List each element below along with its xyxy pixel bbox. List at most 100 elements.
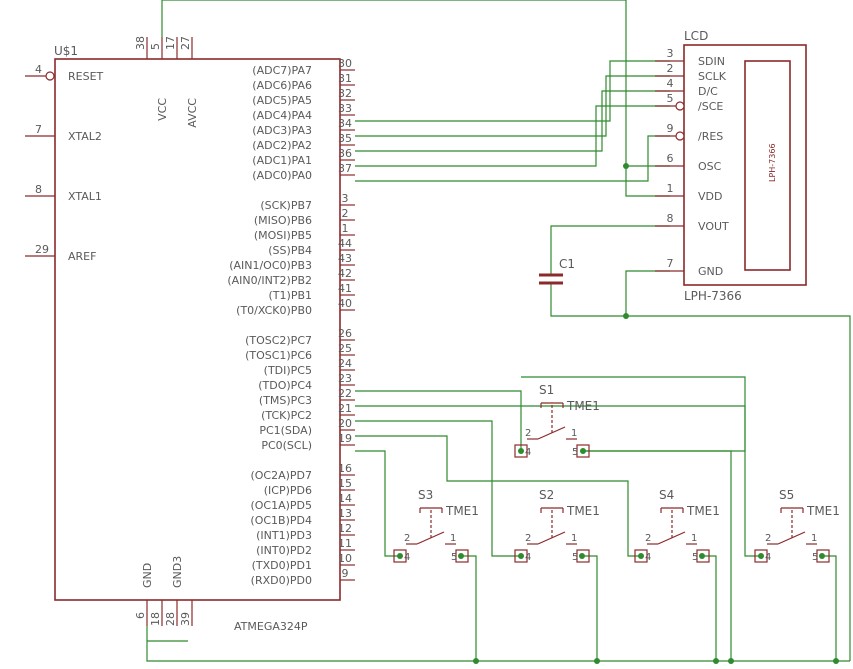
- mcu-pin-label: (ADC1)PA1: [252, 154, 312, 167]
- mcu-pin-number: 22: [338, 387, 352, 400]
- mcu-pin-number: 12: [338, 522, 352, 535]
- junction-dot: [638, 553, 644, 559]
- mcu-pin-label: (TXD0)PD1: [252, 559, 312, 572]
- mcu-pin-number: 36: [338, 147, 352, 160]
- switch-pin-number: 1: [450, 533, 456, 544]
- mcu-pin-number: 27: [179, 36, 192, 50]
- mcu-pin-number: 10: [338, 552, 352, 565]
- junction-dot: [518, 553, 524, 559]
- mcu-pin-number: 11: [338, 537, 352, 550]
- mcu-pin-number: 39: [179, 612, 192, 626]
- switch-value: TME1: [566, 399, 600, 413]
- net-s1-gnd: [583, 450, 732, 661]
- mcu-pin-number: 9: [342, 567, 349, 580]
- lcd-pin-label: SCLK: [698, 70, 727, 83]
- junction-dot: [473, 658, 479, 664]
- switch-pin-number: 2: [765, 533, 771, 544]
- capacitor-c1: C1: [539, 257, 575, 285]
- mcu-pin-label: RESET: [68, 70, 104, 83]
- net-cap-gnd: [550, 283, 851, 661]
- switch-value: TME1: [445, 504, 479, 518]
- mcu-pin-label: GND: [141, 563, 154, 588]
- mcu-pin-number: 5: [149, 43, 162, 50]
- switch-name: S2: [539, 488, 554, 502]
- mcu-pin-label: AVCC: [186, 98, 199, 128]
- mcu-pin-label: AREF: [68, 250, 96, 263]
- switch-value: TME1: [566, 504, 600, 518]
- mcu-pin-label: (SCK)PB7: [260, 199, 312, 212]
- switch-value: TME1: [806, 504, 840, 518]
- mcu-pin-label: (AIN1/OC0)PB3: [229, 259, 312, 272]
- switch-pin-number: 4: [404, 552, 410, 563]
- mcu-pin-label: GND3: [171, 556, 184, 588]
- lcd-pin-number: 6: [667, 152, 674, 165]
- mcu-pin-number: 15: [338, 477, 352, 490]
- mcu-pin-label: (ADC6)PA6: [252, 79, 312, 92]
- mcu-pin-number: 4: [35, 63, 42, 76]
- junction-dot: [623, 163, 629, 169]
- net-pc0: [355, 450, 400, 557]
- switch-name: S3: [418, 488, 433, 502]
- junction-dot: [594, 658, 600, 664]
- mcu-pin-label: (RXD0)PD0: [251, 574, 312, 587]
- mcu-pin-label: (ADC2)PA2: [252, 139, 312, 152]
- mcu-pin-number: 31: [338, 72, 352, 85]
- switch-pad: [816, 549, 830, 563]
- mcu-pin-number: 43: [338, 252, 352, 265]
- mcu-pin-number: 32: [338, 87, 352, 100]
- switch-pin-number: 5: [572, 552, 578, 563]
- lcd-screen: [744, 60, 791, 271]
- switch-pad: [696, 549, 710, 563]
- mcu-pin-number: 20: [338, 417, 352, 430]
- switch-name: S4: [659, 488, 674, 502]
- lcd-inversion-bubble: [675, 131, 685, 141]
- vcc-net-wire: [161, 0, 670, 197]
- switch-pad: [576, 444, 590, 458]
- gnd-rail: [146, 626, 850, 662]
- switch-pin-number: 2: [404, 533, 410, 544]
- junction-dot: [833, 658, 839, 664]
- switch-pin-number: 1: [691, 533, 697, 544]
- switch-pin-number: 1: [571, 428, 577, 439]
- switch-pin-number: 5: [572, 447, 578, 458]
- mcu-pin-number: 26: [338, 327, 352, 340]
- net-dc: [355, 90, 670, 152]
- mcu-pin-number: 38: [134, 36, 147, 50]
- switch-pin-number: 2: [645, 533, 651, 544]
- switch-pin-number: 4: [525, 447, 531, 458]
- mcu-pin-number: 41: [338, 282, 352, 295]
- net-pc3: [355, 405, 761, 557]
- lcd-pin-label: /RES: [698, 130, 723, 143]
- lcd-pin-label: GND: [698, 265, 723, 278]
- junctions: [397, 163, 839, 664]
- junction-dot: [728, 658, 734, 664]
- mcu-pin-label: (T1)PB1: [269, 289, 312, 302]
- mcu-pin-label: (INT1)PD3: [256, 529, 312, 542]
- mcu-symbol: U$1 ATMEGA324P (ADC7)PA730(ADC6)PA631(AD…: [25, 36, 355, 633]
- lcd-pin-label: SDIN: [698, 55, 725, 68]
- mcu-name: U$1: [54, 44, 78, 58]
- mcu-pin-label: (TCK)PC2: [261, 409, 312, 422]
- mcu-pin-label: (INT0)PD2: [256, 544, 312, 557]
- mcu-pin-number: 30: [338, 57, 352, 70]
- switch-pin-number: 2: [525, 428, 531, 439]
- mcu-pin-number: 19: [338, 432, 352, 445]
- mcu-pin-number: 40: [338, 297, 352, 310]
- mcu-pin-number: 8: [35, 183, 42, 196]
- net-pc1: [355, 435, 641, 557]
- net-vout: [550, 225, 670, 275]
- net-s2-gnd: [582, 555, 598, 661]
- switch-pin-number: 5: [451, 552, 457, 563]
- switch-pad: [754, 549, 768, 563]
- wires: [146, 0, 851, 662]
- mcu-pin-number: 6: [134, 612, 147, 619]
- mcu-pin-number: 25: [338, 342, 352, 355]
- junction-dot: [713, 658, 719, 664]
- mcu-pin-number: 42: [338, 267, 352, 280]
- lcd-pins: 3SDIN2SCLK4D/C5/SCE9/RES6OSC1VDD8VOUT7GN…: [655, 47, 729, 278]
- switch-pad: [634, 549, 648, 563]
